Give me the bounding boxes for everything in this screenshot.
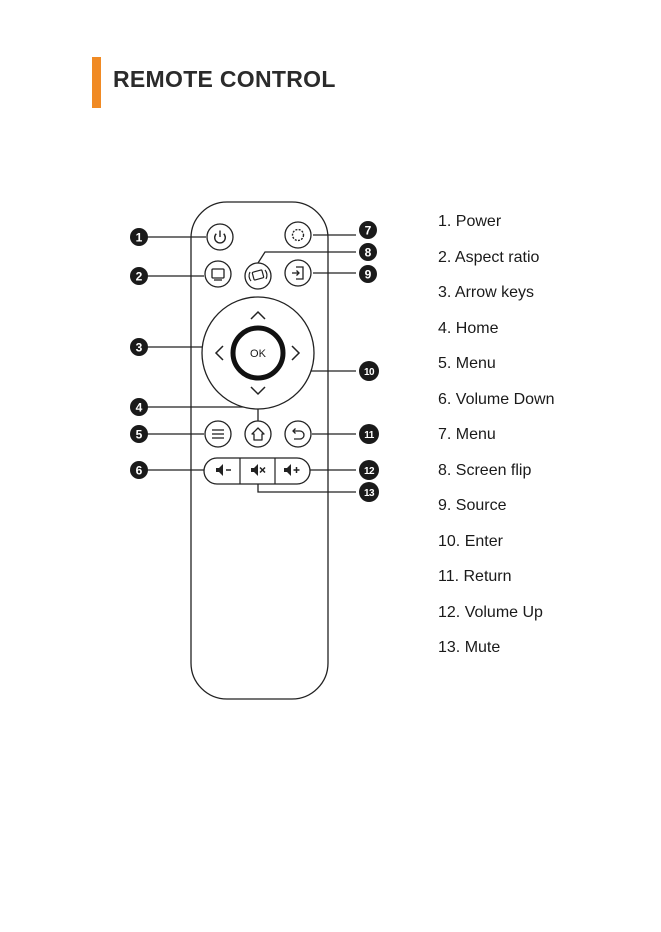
callout-10: 10 — [359, 361, 379, 381]
return-button[interactable] — [285, 421, 311, 447]
menu-button[interactable] — [205, 421, 231, 447]
callout-13: 13 — [359, 482, 379, 502]
power-button[interactable] — [207, 224, 233, 250]
legend-item: 4. Home — [438, 319, 658, 355]
svg-text:11: 11 — [364, 430, 375, 441]
home-button[interactable] — [245, 421, 271, 447]
callout-3: 3 — [130, 338, 148, 356]
legend-item: 6. Volume Down — [438, 390, 658, 426]
volume-up-button[interactable] — [275, 458, 310, 484]
legend-item: 1. Power — [438, 212, 658, 248]
legend-item: 13. Mute — [438, 638, 658, 674]
svg-text:1: 1 — [136, 231, 143, 245]
callout-7: 7 — [359, 221, 377, 239]
callout-4: 4 — [130, 398, 148, 416]
callout-12: 12 — [359, 460, 379, 480]
legend-item: 12. Volume Up — [438, 603, 658, 639]
legend-item: 2. Aspect ratio — [438, 248, 658, 284]
callout-8: 8 — [359, 243, 377, 261]
callout-6: 6 — [130, 461, 148, 479]
callout-5: 5 — [130, 425, 148, 443]
legend-item: 10. Enter — [438, 532, 658, 568]
ok-label: OK — [250, 348, 267, 360]
legend-item: 9. Source — [438, 496, 658, 532]
button-legend: 1. Power 2. Aspect ratio 3. Arrow keys 4… — [438, 212, 658, 674]
ok-enter-button[interactable]: OK — [233, 328, 283, 378]
aspect-ratio-button[interactable] — [205, 261, 231, 287]
settings-button[interactable] — [285, 222, 311, 248]
volume-down-button[interactable] — [204, 458, 240, 484]
legend-item: 11. Return — [438, 567, 658, 603]
callout-9: 9 — [359, 265, 377, 283]
callout-1: 1 — [130, 228, 148, 246]
svg-text:8: 8 — [365, 246, 372, 260]
mute-button[interactable] — [240, 458, 275, 484]
svg-text:4: 4 — [136, 401, 143, 415]
svg-text:6: 6 — [136, 464, 143, 478]
callout-2: 2 — [130, 267, 148, 285]
svg-text:7: 7 — [365, 224, 372, 238]
source-button[interactable] — [285, 260, 311, 286]
legend-item: 5. Menu — [438, 354, 658, 390]
svg-text:10: 10 — [364, 367, 375, 378]
svg-text:2: 2 — [136, 270, 143, 284]
svg-text:13: 13 — [364, 488, 375, 499]
svg-text:3: 3 — [136, 341, 143, 355]
screen-flip-button[interactable] — [245, 263, 271, 289]
svg-text:9: 9 — [365, 268, 372, 282]
callout-11: 11 — [359, 424, 379, 444]
svg-text:5: 5 — [136, 428, 143, 442]
legend-item: 3. Arrow keys — [438, 283, 658, 319]
svg-text:12: 12 — [364, 466, 375, 477]
legend-item: 7. Menu — [438, 425, 658, 461]
legend-item: 8. Screen flip — [438, 461, 658, 497]
